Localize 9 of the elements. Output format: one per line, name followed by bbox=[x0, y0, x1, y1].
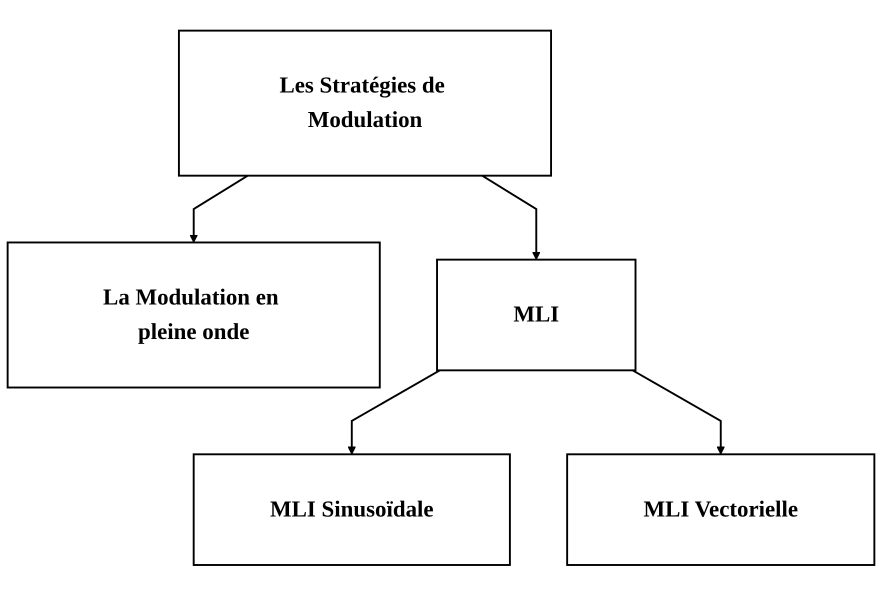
arrow bbox=[348, 369, 440, 454]
node-box: Les Stratégies de Modulation bbox=[178, 29, 552, 176]
node-box: MLI Vectorielle bbox=[566, 453, 876, 566]
node-box: MLI bbox=[436, 258, 636, 371]
arrow bbox=[482, 174, 540, 260]
arrow bbox=[632, 369, 725, 454]
node-box: La Modulation en pleine onde bbox=[6, 241, 381, 388]
arrow bbox=[190, 174, 248, 243]
node-box: MLI Sinusoïdale bbox=[192, 453, 511, 566]
